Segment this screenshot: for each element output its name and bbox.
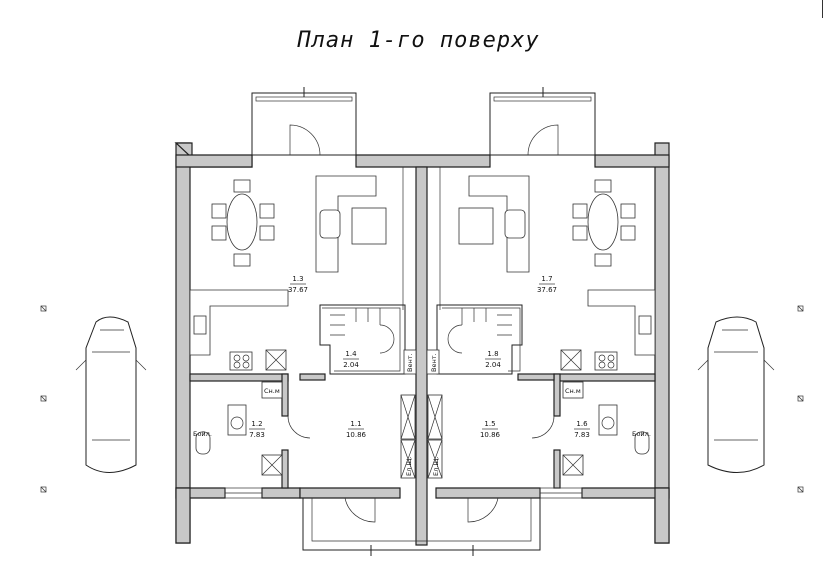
room-1-5-area: 10.86 — [480, 431, 501, 439]
interior-partitions — [189, 167, 656, 489]
room-1-1-area: 10.86 — [346, 431, 367, 439]
site-markers — [40, 305, 804, 493]
cabinet-label-left: Ел.Щ. — [405, 456, 413, 476]
plan-title: План 1-го поверху — [297, 28, 540, 53]
dining-tables — [211, 179, 636, 267]
dryer-label-left: Сн.м — [264, 387, 280, 395]
room-1-1-number: 1.1 — [350, 420, 361, 428]
room-1-8-number: 1.8 — [487, 350, 498, 358]
boiler-label-right: Бойл. — [632, 430, 651, 438]
living-furniture — [315, 175, 530, 273]
room-1-7-area: 37.67 — [537, 286, 557, 294]
cabinet-label-right: Ел.Щ. — [432, 456, 440, 476]
dryer-label-right: Сн.м — [565, 387, 581, 395]
room-1-3-area: 37.67 — [288, 286, 308, 294]
room-1-2-number: 1.2 — [251, 420, 262, 428]
equipment-labels: Бойл. Бойл. Сн.м Сн.м Ел.Щ. Ел.Щ. Вент. … — [193, 353, 651, 476]
room-1-4-number: 1.4 — [345, 350, 357, 358]
room-1-4-area: 2.04 — [343, 361, 359, 369]
boiler-label-left: Бойл. — [193, 430, 212, 438]
bathrooms — [195, 381, 650, 476]
room-1-8-area: 2.04 — [485, 361, 501, 369]
vent-label-left: Вент. — [406, 353, 414, 372]
room-1-6-area: 7.83 — [574, 431, 590, 439]
room-1-7-number: 1.7 — [541, 275, 552, 283]
room-labels: 1.3 37.67 1.7 37.67 1.4 2.04 1.8 2.04 1.… — [249, 275, 590, 439]
top-porches — [251, 87, 596, 156]
staircases — [319, 304, 523, 375]
vent-shafts — [400, 394, 443, 479]
page-edge-line — [822, 0, 823, 18]
room-1-5-number: 1.5 — [484, 420, 495, 428]
room-1-6-number: 1.6 — [576, 420, 588, 428]
room-1-3-number: 1.3 — [292, 275, 303, 283]
bottom-porches — [302, 497, 541, 556]
car-left — [75, 316, 147, 473]
vent-label-right: Вент. — [430, 353, 438, 372]
kitchens — [189, 289, 656, 371]
party-wall — [415, 166, 428, 546]
windows — [224, 487, 583, 499]
car-right — [697, 316, 775, 473]
room-1-2-area: 7.83 — [249, 431, 265, 439]
